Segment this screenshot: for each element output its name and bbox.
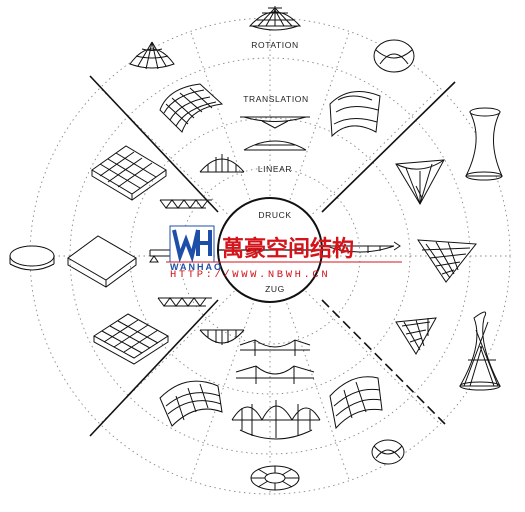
truss-beam-icon: [159, 199, 212, 209]
cable-wheel-icon: [250, 465, 300, 491]
suspension-bridge-lower-icon: [235, 365, 315, 384]
watermark: WANHAO 萬豪空间结构 HTTP://WWW.NBWH.CN: [166, 225, 402, 281]
wh-logo-icon: [172, 229, 212, 263]
cable-beam-icon: [325, 241, 401, 253]
ribbed-dome-icon: [129, 41, 175, 70]
suspension-bridge-icon: [239, 339, 311, 356]
cooling-tower-icon: [465, 107, 503, 181]
grid-shell-icon: [93, 313, 169, 365]
divider-upper-right: [321, 81, 456, 213]
folded-shell-icon: [159, 380, 223, 427]
label-linear: LINEAR: [258, 164, 292, 174]
label-zug: ZUG: [265, 284, 285, 294]
hyperboloid-tower-icon: [459, 311, 501, 391]
lens-shell-icon: [373, 39, 415, 73]
label-translation: TRANSLATION: [243, 94, 308, 104]
arch-icon: [199, 154, 245, 173]
truss-beam-lower-icon: [157, 297, 212, 307]
watermark-title: 萬豪空间结构: [222, 236, 354, 262]
space-grid-icon: [91, 145, 167, 201]
divider-upper-left: [89, 75, 219, 213]
label-rotation: ROTATION: [251, 40, 298, 50]
geodesic-dome-icon: [248, 6, 302, 31]
catenary-membrane-icon: [395, 159, 445, 206]
sector-dividers: [89, 75, 456, 437]
cable-net-icon: [417, 239, 477, 283]
label-druck: DRUCK: [258, 210, 291, 220]
membrane-shell-icon: [329, 376, 383, 430]
watermark-logo-letters: WANHAO: [170, 262, 223, 272]
saddle-shell-icon: [329, 91, 381, 138]
multi-arch-bridge-icon: [231, 400, 321, 440]
translation-shell-icon: [240, 116, 310, 151]
cable-roof-icon: [395, 317, 437, 355]
flat-plate-icon: [67, 235, 137, 288]
watermark-url: HTTP://WWW.NBWH.CN: [170, 269, 330, 281]
disc-icon: [9, 245, 55, 271]
dish-icon: [371, 439, 405, 465]
divider-lower-left: [89, 299, 219, 437]
barrel-vault-icon: [159, 83, 224, 133]
hanging-arch-icon: [199, 329, 245, 345]
